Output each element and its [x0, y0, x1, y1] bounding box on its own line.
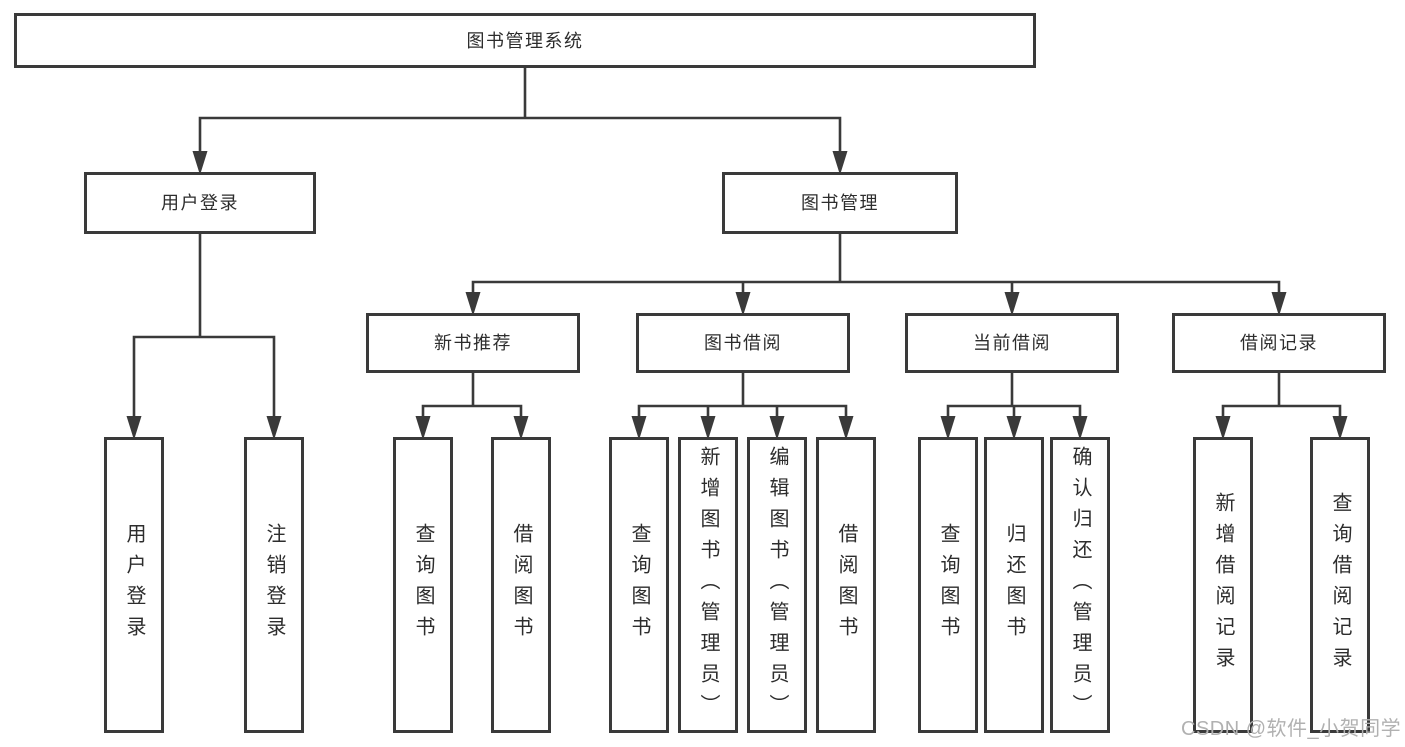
node-label: 借阅图书 [510, 523, 532, 647]
connector-book-mgmt-to-level3 [471, 232, 1281, 309]
node-user-login: 用户登录 [84, 172, 316, 234]
leaf-br-query-record: 查询借阅记录 [1310, 437, 1370, 733]
arrowhead [126, 416, 142, 440]
node-label: 图书借阅 [704, 333, 782, 353]
node-label: 图书管理 [801, 193, 879, 213]
arrowhead [513, 416, 529, 440]
node-label: 新书推荐 [434, 333, 512, 353]
arrowhead [415, 416, 431, 440]
arrowhead [940, 416, 956, 440]
leaf-cb-return-books: 归还图书 [984, 437, 1044, 733]
node-library-system: 图书管理系统 [14, 13, 1036, 68]
arrowhead [1271, 292, 1287, 316]
node-label: 编辑图书（管理员） [766, 445, 788, 725]
leaf-bb-query-books: 查询图书 [609, 437, 669, 733]
node-label: 确认归还（管理员） [1069, 445, 1091, 725]
node-book-management: 图书管理 [722, 172, 958, 234]
leaf-cb-confirm-return-admin: 确认归还（管理员） [1050, 437, 1110, 733]
arrowhead [192, 151, 208, 175]
leaf-cb-query-books: 查询图书 [918, 437, 978, 733]
csdn-watermark: CSDN @软件_小贺同学 [1181, 718, 1402, 740]
leaf-logout: 注销登录 [244, 437, 304, 733]
node-label: 用户登录 [161, 193, 239, 213]
leaf-nb-query-books: 查询图书 [393, 437, 453, 733]
node-label: 借阅记录 [1240, 333, 1318, 353]
arrowhead [1006, 416, 1022, 440]
leaf-bb-add-books-admin: 新增图书（管理员） [678, 437, 738, 733]
arrowhead [631, 416, 647, 440]
node-label: 查询图书 [412, 523, 434, 647]
leaf-bb-borrow-books: 借阅图书 [816, 437, 876, 733]
leaf-bb-edit-books-admin: 编辑图书（管理员） [747, 437, 807, 733]
node-label: 用户登录 [123, 523, 145, 647]
arrowhead [1072, 416, 1088, 440]
node-new-book-recommend: 新书推荐 [366, 313, 580, 373]
arrowhead [266, 416, 282, 440]
connector-user-login-to-leaves [132, 232, 276, 432]
node-label: 新增借阅记录 [1212, 492, 1234, 678]
leaf-nb-borrow-books: 借阅图书 [491, 437, 551, 733]
node-label: 注销登录 [263, 523, 285, 647]
node-borrowing-records: 借阅记录 [1172, 313, 1386, 373]
arrowhead [735, 292, 751, 316]
arrowhead [1332, 416, 1348, 440]
node-label: 借阅图书 [835, 523, 857, 647]
arrowhead [838, 416, 854, 440]
node-label: 查询借阅记录 [1329, 492, 1351, 678]
leaf-user-login: 用户登录 [104, 437, 164, 733]
node-current-borrowing: 当前借阅 [905, 313, 1119, 373]
arrowhead [832, 151, 848, 175]
node-book-borrowing: 图书借阅 [636, 313, 850, 373]
leaf-br-add-record: 新增借阅记录 [1193, 437, 1253, 733]
node-label: 当前借阅 [973, 333, 1051, 353]
arrowhead [769, 416, 785, 440]
node-label: 归还图书 [1003, 523, 1025, 647]
arrowhead [1004, 292, 1020, 316]
connector-book-borrow-to-leaves [637, 371, 848, 432]
arrowhead [1215, 416, 1231, 440]
node-label: 新增图书（管理员） [697, 445, 719, 725]
node-label: 查询图书 [628, 523, 650, 647]
arrowhead [700, 416, 716, 440]
connector-borrow-records-to-leaves [1221, 371, 1342, 432]
node-label: 图书管理系统 [466, 30, 584, 51]
connector-new-books-to-leaves [421, 371, 523, 432]
arrowhead [465, 292, 481, 316]
node-label: 查询图书 [937, 523, 959, 647]
connector-root-to-level2 [198, 66, 842, 168]
